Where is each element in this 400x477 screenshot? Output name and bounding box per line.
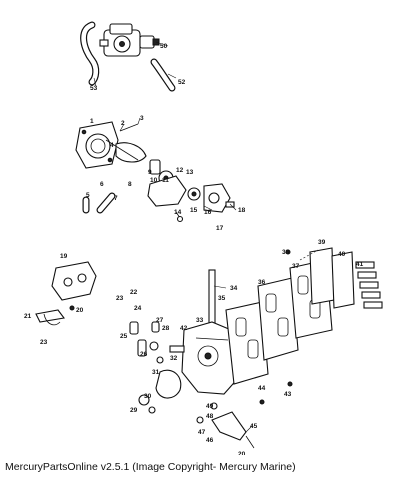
callout-label: 41 — [356, 261, 364, 268]
callout-label: 15 — [190, 207, 198, 214]
callout-label: 25 — [120, 333, 128, 340]
callout-label: 28 — [162, 325, 170, 332]
callout-label: 53 — [90, 85, 98, 92]
callout-label: 44 — [258, 385, 266, 392]
callout-label: 52 — [178, 79, 186, 86]
callout-label: 27 — [156, 317, 164, 324]
callout-label: 6 — [100, 181, 104, 188]
callout-label: 9 — [148, 169, 152, 176]
callout-label: 31 — [152, 369, 160, 376]
callout-label: 33 — [196, 317, 204, 324]
callout-label: 4 — [110, 142, 114, 149]
callout-label: 43 — [284, 391, 292, 398]
callout-label: 50 — [160, 43, 168, 50]
callout-label: 47 — [198, 429, 206, 436]
callout-label: 23 — [116, 295, 124, 302]
callout-label: 22 — [130, 289, 138, 296]
fuel-pump-assembly — [80, 21, 176, 92]
callout-label: 45 — [250, 423, 258, 430]
callout-label: 38 — [282, 249, 290, 256]
callout-label: 16 — [204, 209, 212, 216]
callout-label: 29 — [130, 407, 138, 414]
callout-label: 3 — [140, 115, 144, 122]
callout-label: 49 — [206, 403, 214, 410]
image-caption: MercuryPartsOnline v2.5.1 (Image Copyrig… — [5, 461, 296, 473]
callout-label: 35 — [218, 295, 226, 302]
callout-label: 5 — [86, 192, 90, 199]
exploded-parts-diagram: 1 2 3 4 5 6 7 8 9 10 11 12 13 14 15 16 1… — [24, 21, 383, 455]
callout-label: 39 — [318, 239, 326, 246]
callout-label: 2 — [121, 120, 125, 127]
callout-label: 26 — [140, 351, 148, 358]
callout-label: 17 — [216, 225, 224, 232]
callout-label: 23 — [40, 339, 48, 346]
callout-label: 14 — [174, 209, 182, 216]
mounting-bracket-group — [35, 261, 97, 326]
callout-label: 13 — [186, 169, 194, 176]
callout-numbers: 1 2 3 4 5 6 7 8 9 10 11 12 13 14 15 16 1… — [24, 43, 364, 455]
callout-label: 42 — [180, 325, 188, 332]
callout-label: 1 — [90, 118, 94, 125]
callout-label: 7 — [114, 195, 118, 202]
throttle-linkage-group — [129, 249, 293, 449]
callout-label: 19 — [60, 253, 68, 260]
callout-label: 37 — [292, 263, 300, 270]
callout-label: 12 — [176, 167, 184, 174]
callout-label: 21 — [24, 313, 32, 320]
callout-label: 36 — [258, 279, 266, 286]
callout-label: 20 — [238, 451, 246, 455]
callout-label: 20 — [76, 307, 84, 314]
callout-label: 30 — [144, 393, 152, 400]
callout-label: 10 — [150, 177, 158, 184]
intake-adaptor-plate — [155, 269, 241, 399]
callout-label: 11 — [162, 177, 169, 184]
callout-label: 24 — [134, 305, 142, 312]
callout-label: 40 — [338, 251, 346, 258]
callout-label: 18 — [238, 207, 246, 214]
leader-lines — [93, 41, 262, 433]
thermostat-housing-group — [75, 121, 235, 223]
callout-label: 34 — [230, 285, 238, 292]
reed-block-gaskets — [225, 247, 383, 385]
callout-label: 46 — [206, 437, 214, 444]
callout-label: 32 — [170, 355, 178, 362]
callout-label: 8 — [128, 181, 132, 188]
callout-label: 48 — [206, 413, 214, 420]
